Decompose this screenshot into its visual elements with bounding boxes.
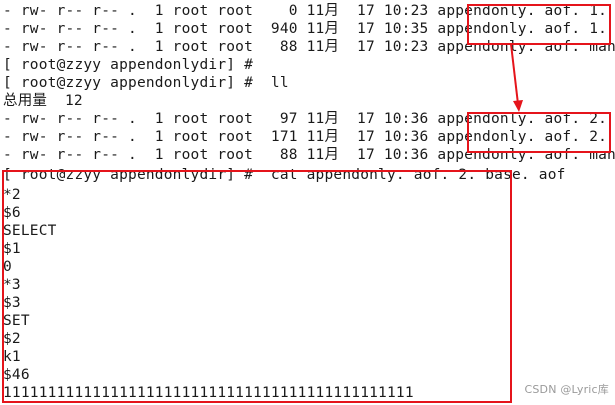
terminal-line-2: - rw- r-- r-- . 1 root root 940 11月 17 1… <box>3 21 608 37</box>
terminal-line-18: SET <box>3 313 30 329</box>
terminal-line-15: 0 <box>3 259 12 275</box>
terminal-line-1: - rw- r-- r-- . 1 root root 0 11月 17 10:… <box>3 3 608 19</box>
terminal-line-9: - rw- r-- r-- . 1 root root 88 11月 17 10… <box>3 147 615 163</box>
terminal-line-16: *3 <box>3 277 21 293</box>
terminal-line-22: 1111111111111111111111111111111111111111… <box>3 385 414 401</box>
terminal-line-5: [ root@zzyy appendonlydir] # ll <box>3 75 289 91</box>
highlight-box-cat-output <box>2 170 512 403</box>
terminal-line-10: [ root@zzyy appendonlydir] # cat appendo… <box>3 167 566 183</box>
terminal-line-17: $3 <box>3 295 21 311</box>
terminal-line-4: [ root@zzyy appendonlydir] # <box>3 57 254 73</box>
terminal-line-21: $46 <box>3 367 30 383</box>
watermark: CSDN @Lyric库 <box>524 383 609 396</box>
terminal-line-19: $2 <box>3 331 21 347</box>
terminal-line-6: 总用量 12 <box>3 93 83 109</box>
terminal-line-8: - rw- r-- r-- . 1 root root 171 11月 17 1… <box>3 129 608 145</box>
terminal-line-12: $6 <box>3 205 21 221</box>
terminal-line-11: *2 <box>3 187 21 203</box>
terminal-line-20: k1 <box>3 349 21 365</box>
terminal-line-3: - rw- r-- r-- . 1 root root 88 11月 17 10… <box>3 39 615 55</box>
terminal-line-14: $1 <box>3 241 21 257</box>
terminal-line-13: SELECT <box>3 223 57 239</box>
terminal-line-7: - rw- r-- r-- . 1 root root 97 11月 17 10… <box>3 111 608 127</box>
